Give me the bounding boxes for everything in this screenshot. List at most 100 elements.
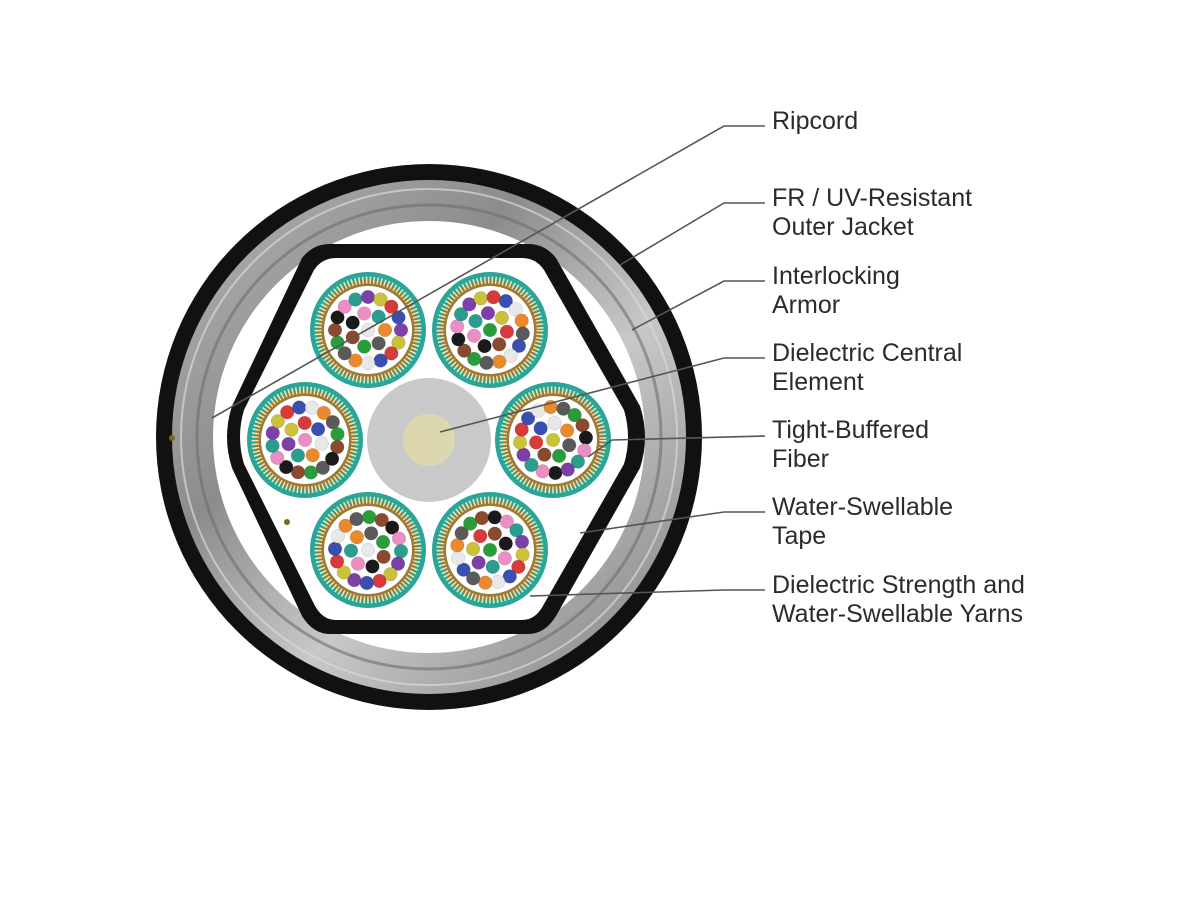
- tight-buffered-fiber: [315, 460, 330, 475]
- tight-buffered-fiber: [374, 512, 389, 528]
- tight-buffered-fiber: [337, 346, 352, 361]
- tight-buffered-fiber: [456, 562, 471, 577]
- tight-buffered-fiber: [520, 411, 536, 426]
- tight-buffered-fiber: [330, 427, 345, 442]
- tight-buffered-fiber: [514, 313, 529, 328]
- tight-buffered-fiber: [284, 422, 299, 437]
- tight-buffered-fiber: [556, 401, 571, 416]
- callout-line: Ripcord: [772, 107, 859, 135]
- tight-buffered-fiber: [577, 443, 592, 458]
- tight-buffered-fiber: [336, 565, 351, 580]
- tight-buffered-fiber: [551, 448, 567, 463]
- tight-buffered-fiber: [377, 322, 393, 338]
- tight-buffered-fiber: [562, 438, 577, 453]
- tight-buffered-fiber: [297, 432, 313, 448]
- tight-buffered-fiber: [466, 328, 482, 343]
- callout-line: Tape: [772, 522, 827, 550]
- tight-buffered-fiber: [498, 293, 513, 309]
- callout-outer-jacket: FR / UV-Resistant Outer Jacket: [772, 184, 972, 242]
- tight-buffered-fiber: [280, 405, 295, 420]
- subunit-yarn-texture: [499, 386, 607, 494]
- tight-buffered-fiber: [482, 322, 498, 338]
- callout-central-element: Dielectric Central Element: [772, 339, 962, 397]
- tight-buffered-fiber: [314, 436, 329, 451]
- subunit-yarn-texture: [436, 276, 544, 384]
- callout-armor: Interlocking Armor: [772, 262, 900, 320]
- tight-buffered-fiber: [547, 415, 562, 431]
- tight-buffered-fiber: [508, 302, 523, 317]
- tight-buffered-fiber: [349, 511, 364, 527]
- tight-buffered-fiber: [474, 510, 489, 526]
- tight-buffered-fiber: [360, 289, 376, 305]
- tight-buffered-fiber: [390, 556, 406, 571]
- tight-buffered-fiber: [290, 465, 306, 480]
- tight-buffered-fiber: [467, 351, 482, 367]
- tight-buffered-fiber: [451, 332, 466, 347]
- tight-buffered-fiber: [499, 514, 514, 529]
- tight-buffered-fiber: [348, 353, 363, 368]
- tight-buffered-fiber: [473, 528, 488, 544]
- tight-buffered-fiber: [350, 556, 366, 571]
- tight-buffered-fiber: [471, 555, 486, 570]
- tight-buffered-fiber: [512, 435, 528, 450]
- tight-buffered-fiber: [457, 343, 472, 358]
- tight-buffered-fiber: [494, 310, 510, 325]
- tight-buffered-fiber: [578, 430, 594, 445]
- tight-buffered-fiber: [514, 534, 530, 549]
- tight-buffered-fiber: [499, 324, 515, 339]
- tight-buffered-fiber: [487, 526, 502, 541]
- tight-buffered-fiber: [383, 567, 398, 582]
- tight-buffered-fiber: [465, 541, 481, 557]
- tight-buffered-fiber: [330, 439, 345, 455]
- subunit-yarn-texture: [251, 386, 359, 494]
- tight-buffered-fiber: [486, 290, 501, 305]
- tight-buffered-fiber: [375, 534, 391, 550]
- tight-buffered-fiber: [279, 459, 294, 475]
- tight-buffered-fiber: [265, 438, 280, 453]
- callout-line: Water-Swellable: [772, 493, 954, 521]
- tight-buffered-fiber: [537, 447, 552, 462]
- tight-buffered-fiber: [535, 464, 550, 479]
- tight-buffered-fiber: [365, 559, 380, 574]
- tight-buffered-fiber: [454, 526, 469, 541]
- tight-buffered-fiber: [570, 454, 586, 469]
- tight-buffered-fiber: [303, 465, 318, 480]
- tight-buffered-fiber: [373, 292, 388, 307]
- tight-buffered-fiber: [462, 297, 477, 312]
- tight-buffered-fiber: [364, 526, 379, 541]
- subunit-yarn-texture: [314, 496, 422, 604]
- tight-buffered-fiber: [463, 516, 478, 531]
- tight-buffered-fiber: [482, 542, 498, 558]
- tight-buffered-fiber: [360, 355, 376, 371]
- tight-buffered-fiber: [514, 422, 529, 437]
- tight-buffered-fiber: [533, 421, 548, 436]
- tight-buffered-fiber: [281, 437, 296, 452]
- tight-buffered-fiber: [371, 309, 386, 324]
- tight-buffered-fiber: [360, 322, 376, 338]
- tight-buffered-fiber: [376, 549, 391, 564]
- tight-buffered-fiber: [491, 574, 506, 590]
- fiber-subunit: [432, 492, 548, 608]
- subunit-yarn-texture: [314, 276, 422, 384]
- callout-line: Dielectric Central: [772, 339, 963, 367]
- tight-buffered-fiber: [515, 547, 530, 562]
- tight-buffered-fiber: [371, 336, 386, 351]
- tight-buffered-fiber: [515, 326, 530, 341]
- tight-buffered-fiber: [270, 414, 286, 429]
- tight-buffered-fiber: [338, 518, 353, 533]
- tight-buffered-fiber: [453, 307, 469, 322]
- tight-buffered-fiber: [357, 339, 372, 354]
- tight-buffered-fiber: [337, 299, 352, 314]
- callout-line: Fiber: [772, 445, 829, 473]
- leader-line-ripcord: [211, 125, 765, 419]
- tight-buffered-fiber: [292, 400, 307, 415]
- tight-buffered-fiber: [450, 319, 465, 334]
- tight-buffered-fiber: [357, 306, 372, 321]
- leader-line-water-swellable-tape: [579, 511, 765, 534]
- callout-ripcord: Ripcord: [772, 107, 858, 136]
- tight-buffered-fiber: [343, 543, 359, 558]
- tight-buffered-fiber: [327, 322, 343, 338]
- tight-buffered-fiber: [330, 310, 345, 325]
- tight-buffered-fiber: [511, 559, 526, 574]
